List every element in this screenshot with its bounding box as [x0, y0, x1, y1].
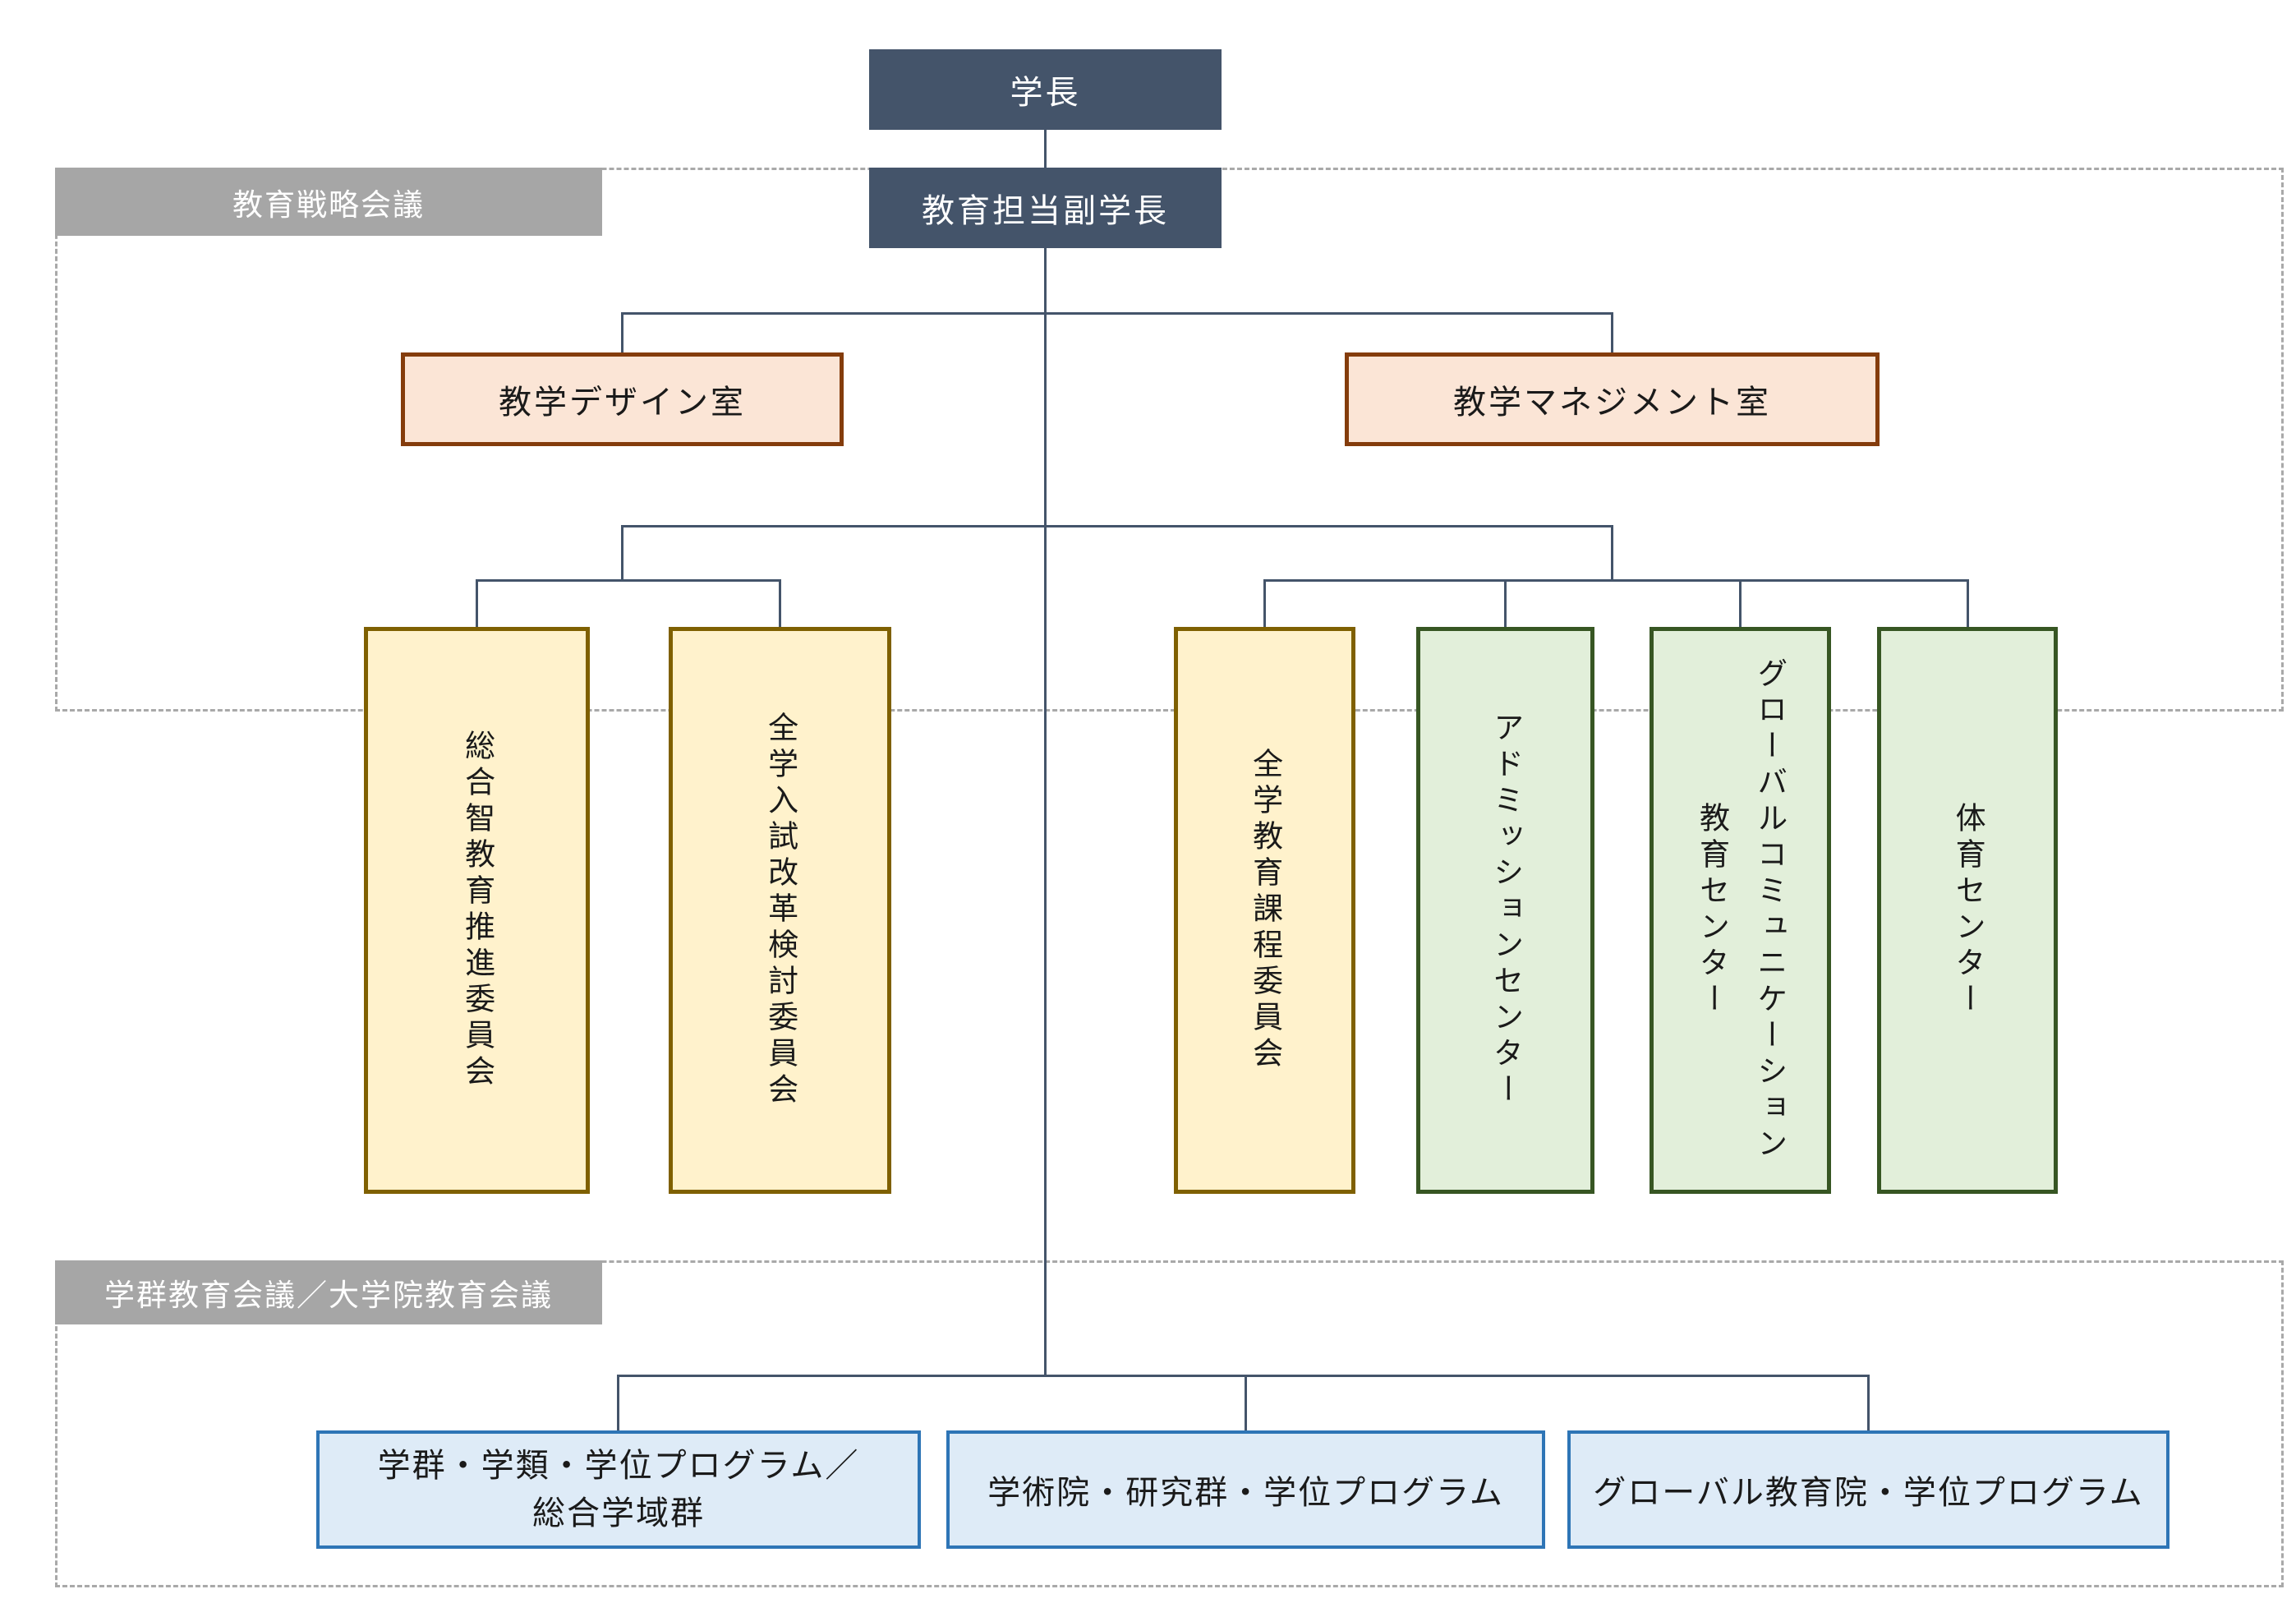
academic-institutes-box: 学術院・研究群・学位プログラム: [946, 1430, 1545, 1549]
undergrad-programs-label: 学群・学類・学位プログラム／ 総合学域群: [377, 1448, 860, 1532]
connector-line: [1263, 579, 1266, 627]
admission-center-box: アドミッションセンター: [1416, 627, 1594, 1194]
connector-line: [1263, 579, 1969, 582]
connector-line: [621, 525, 623, 579]
connector-line: [1967, 579, 1969, 627]
general-wisdom-committee-label: 総合智教育推進委員会: [460, 730, 495, 1091]
connector-line: [1504, 579, 1507, 627]
undergrad-programs-box: 学群・学類・学位プログラム／ 総合学域群: [316, 1430, 921, 1549]
connector-line: [1044, 130, 1047, 168]
sports-center-box: 体育センター: [1877, 627, 2058, 1194]
region-gakugun-education: [55, 1260, 2284, 1587]
connector-line: [1867, 1375, 1870, 1430]
connector-line: [621, 525, 1613, 527]
connector-line: [617, 1375, 619, 1430]
design-office-label: 教学デザイン室: [499, 385, 746, 421]
vice-president-label: 教育担当副学長: [922, 193, 1169, 229]
region-label-education-strategy: 教育戦略会議: [55, 168, 602, 236]
global-communication-center-box: グローバルコミュニケーション 教育センター: [1650, 627, 1831, 1194]
general-wisdom-committee-box: 総合智教育推進委員会: [364, 627, 590, 1194]
connector-line: [621, 312, 1613, 315]
connector-line: [1044, 248, 1047, 1375]
curriculum-committee-box: 全学教育課程委員会: [1174, 627, 1355, 1194]
design-office-box: 教学デザイン室: [401, 352, 844, 446]
president-box: 学長: [869, 49, 1222, 130]
region-label-text: 教育戦略会議: [232, 187, 425, 222]
sports-center-label: 体育センター: [1951, 802, 1985, 1019]
connector-line: [476, 579, 781, 582]
connector-line: [1611, 525, 1613, 579]
global-education-institute-box: グローバル教育院・学位プログラム: [1567, 1430, 2169, 1549]
curriculum-committee-label: 全学教育課程委員会: [1248, 748, 1282, 1073]
management-office-box: 教学マネジメント室: [1345, 352, 1880, 446]
management-office-label: 教学マネジメント室: [1453, 385, 1771, 421]
connector-line: [476, 579, 478, 627]
admission-reform-committee-box: 全学入試改革検討委員会: [669, 627, 891, 1194]
connector-line: [779, 579, 781, 627]
vice-president-box: 教育担当副学長: [869, 168, 1222, 248]
connector-line: [1245, 1375, 1247, 1430]
global-communication-center-label: グローバルコミュニケーション 教育センター: [1695, 657, 1787, 1163]
region-label-gakugun-education: 学群教育会議／大学院教育会議: [55, 1260, 602, 1324]
admission-reform-committee-label: 全学入試改革検討委員会: [763, 712, 798, 1109]
connector-line: [1739, 579, 1742, 627]
connector-line: [617, 1375, 1870, 1377]
admission-center-label: アドミッションセンター: [1488, 712, 1523, 1109]
region-label-text: 学群教育会議／大学院教育会議: [104, 1278, 553, 1312]
connector-line: [1611, 312, 1613, 352]
academic-institutes-label: 学術院・研究群・学位プログラム: [987, 1475, 1504, 1511]
president-label: 学長: [1010, 75, 1081, 111]
global-education-institute-label: グローバル教育院・学位プログラム: [1593, 1475, 2144, 1511]
connector-line: [621, 312, 623, 352]
